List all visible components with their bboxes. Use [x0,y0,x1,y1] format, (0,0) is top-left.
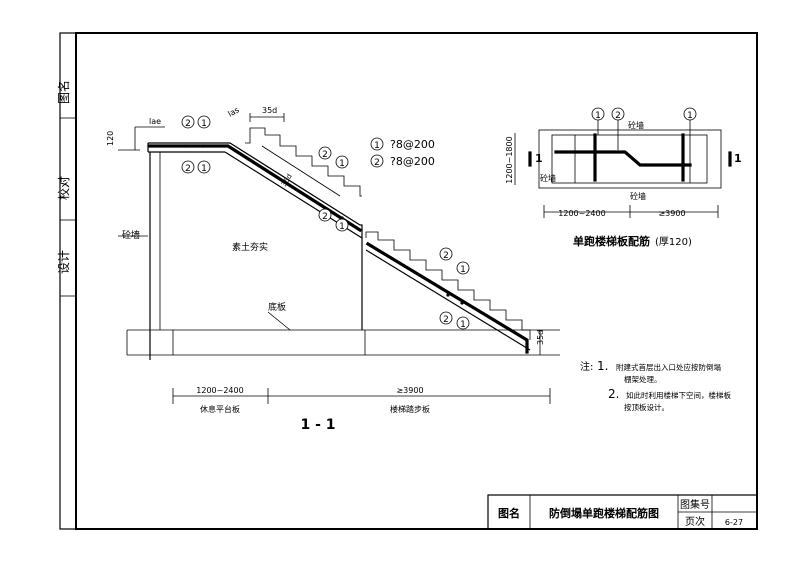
upper-rebar [148,144,363,233]
callout-text: 1 [687,111,693,121]
sidebar-drawing-name: 图名 [56,80,71,104]
wall-label-section: 砼墙 [122,229,140,241]
dim-120: 120 [106,131,115,146]
callout-bar1-c [335,155,349,169]
notes-prefix: 注: [580,360,593,373]
callout-text: 1 [339,222,345,232]
note2-line1: 如此时利用楼梯下空间，楼梯板 [626,390,731,400]
lower-steps [365,231,531,340]
sheet-border [59,32,758,530]
titleblock-name-label: 图名 [498,506,520,520]
callout-text: 2 [322,212,328,222]
callout-text: 2 [185,164,191,174]
landing-slab-name: 休息平台板 [200,404,240,414]
callout-bar2-d [318,208,332,222]
sidebar-design: 设计 [57,250,71,274]
legend-bar2-marker [370,154,384,168]
run-slab-name: 楼梯踏步板 [390,404,430,414]
plan-wall-left: 砼墙 [540,173,556,183]
title-block: 图名 防倒塌单跑楼梯配筋图 图集号 页次 6-27 [487,494,758,530]
notes: 注: 1. 附建式首层出入口处应按防倒塌 棚架处理。 2. 如此时利用楼梯下空间… [580,359,731,412]
plan-drawing: 1 1 1 2 1 1200~1800 1200~2400 ≥3900 砼墙 砼… [505,107,742,248]
plan-cut-right: 1 [734,152,742,165]
legend-bar2-spec: ?8@200 [390,155,435,168]
dim-35d-lower: 35d [536,330,545,345]
callout-text: 1 [339,159,345,169]
callout-bar2-c [318,146,332,160]
sidebar: 图名 校对 设计 [56,80,76,297]
callout-text: 1 [460,265,466,275]
label-las: las [227,105,241,118]
callout-bar1-a [197,115,211,129]
fill-label: 素土夯实 [232,241,268,253]
legend-bar1-marker [370,137,384,151]
note1-line1: 附建式首层出入口处应按防倒塌 [616,362,721,372]
upper-steps [245,127,362,197]
note2-number: 2. [608,387,619,401]
plan-outline [538,129,722,189]
callout-text: 1 [460,320,466,330]
dim-35d-top: 35d [262,106,277,115]
callout-bar1-b [197,160,211,174]
plan-wall-top: 砼墙 [628,120,644,130]
inner-frame [75,32,758,530]
plan-title: 单跑楼梯板配筋 [573,234,650,248]
callout-text: 2 [615,111,621,121]
base-slab-label: 底板 [268,301,286,313]
callout-text: 2 [322,150,328,160]
plan-rebar-bent [554,150,692,167]
titleblock-drawing-title: 防倒塌单跑楼梯配筋图 [549,506,659,520]
legend-bar1-spec: ?8@200 [390,138,435,151]
callout-bar1-f [456,316,470,330]
titleblock-page-value: 6-27 [725,518,743,527]
callout-text: 1 [595,111,601,121]
callout-bar2-a [181,115,195,129]
lower-rebar [365,241,529,354]
dim-landing-length: 1200~2400 [196,386,243,395]
plan-dim-width: 1200~1800 [505,136,514,183]
sidebar-check: 校对 [56,176,71,200]
plan-wall-bottom: 砼墙 [630,191,646,201]
callout-text: 2 [443,251,449,261]
section-title: 1 - 1 [300,417,335,433]
plan-cut-left: 1 [535,152,543,165]
callout-text: 1 [374,141,380,151]
callout-bar1-e [456,261,470,275]
callout-text: 2 [185,119,191,129]
callout-bar2-f [439,311,453,325]
callout-text: 1 [201,119,207,129]
note1-number: 1. [597,359,608,373]
callout-text: 2 [374,158,380,168]
note2-line2: 按顶板设计。 [624,402,669,412]
landing-slab-edge [148,142,363,330]
dim-run-length: ≥3900 [396,386,423,395]
plan-dim-run: ≥3900 [658,209,685,218]
label-lae: lae [149,117,161,126]
callout-bar2-b [181,160,195,174]
plan-thickness: (厚120) [655,236,692,248]
callout-text: 1 [201,164,207,174]
plan-dim-landing: 1200~2400 [558,209,605,218]
callout-bar2-e [439,247,453,261]
callout-text: 2 [443,315,449,325]
note1-line2: 棚架处理。 [624,374,662,384]
callout-bar1-d [335,218,349,232]
titleblock-atlas-label: 图集号 [680,498,710,511]
section-drawing: 2 1 2 1 2 1 2 1 2 1 2 1 1 ?8@200 2 ?8@20… [106,105,560,433]
titleblock-page-label: 页次 [685,515,705,528]
